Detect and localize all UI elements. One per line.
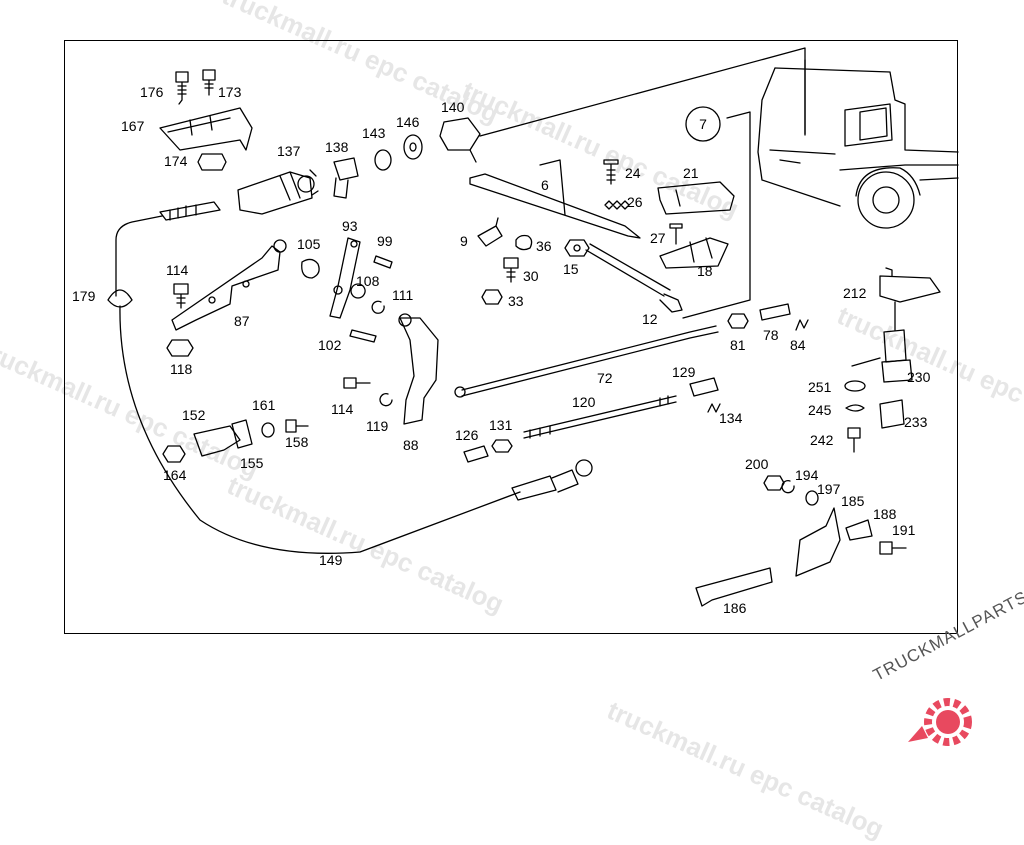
part-label-186: 186 <box>723 600 747 616</box>
part-label-146: 146 <box>396 114 420 130</box>
part-label-242: 242 <box>810 432 834 448</box>
part-label-126: 126 <box>455 427 479 443</box>
part-label-24: 24 <box>625 165 641 181</box>
part-label-78: 78 <box>763 327 779 343</box>
part-label-111: 111 <box>392 287 414 303</box>
part-label-105: 105 <box>297 236 321 252</box>
parts-exploded-drawing <box>107 47 959 607</box>
part-label-120: 120 <box>572 394 596 410</box>
part-label-93: 93 <box>342 218 358 234</box>
part-label-114-upper: 114 <box>166 262 189 278</box>
truckmallparts-logo <box>908 698 972 746</box>
part-label-36: 36 <box>536 238 552 254</box>
part-label-18: 18 <box>697 263 713 279</box>
part-label-131: 131 <box>489 417 513 433</box>
part-label-129: 129 <box>672 364 696 380</box>
leader-line <box>539 159 566 216</box>
part-label-33: 33 <box>508 293 524 309</box>
part-label-26: 26 <box>627 194 643 210</box>
part-label-87: 87 <box>234 313 250 329</box>
group-marker-circle <box>685 106 721 142</box>
part-label-30: 30 <box>523 268 539 284</box>
truck-cab-illustration <box>757 59 959 229</box>
part-label-173: 173 <box>218 84 242 100</box>
part-label-138: 138 <box>325 139 349 155</box>
part-label-251: 251 <box>808 379 832 395</box>
part-label-6: 6 <box>541 177 549 193</box>
part-label-185: 185 <box>841 493 865 509</box>
part-label-200: 200 <box>745 456 769 472</box>
part-label-134: 134 <box>719 410 743 426</box>
part-label-164: 164 <box>163 467 187 483</box>
part-label-152: 152 <box>182 407 206 423</box>
part-label-88: 88 <box>403 437 419 453</box>
part-label-99: 99 <box>377 233 393 249</box>
part-label-143: 143 <box>362 125 386 141</box>
part-label-197: 197 <box>817 481 841 497</box>
part-label-167: 167 <box>121 118 145 134</box>
part-label-140: 140 <box>441 99 465 115</box>
part-label-212: 212 <box>843 285 867 301</box>
part-label-245: 245 <box>808 402 832 418</box>
part-label-102: 102 <box>318 337 342 353</box>
part-label-72: 72 <box>597 370 613 386</box>
part-label-21: 21 <box>683 165 699 181</box>
part-label-118: 118 <box>170 361 193 377</box>
part-label-191: 191 <box>892 522 916 538</box>
part-label-12: 12 <box>642 311 658 327</box>
part-label-81: 81 <box>730 337 746 353</box>
part-label-230: 230 <box>907 369 931 385</box>
part-label-233: 233 <box>904 414 928 430</box>
diagram-frame <box>64 40 958 634</box>
part-label-194: 194 <box>795 467 819 483</box>
part-label-188: 188 <box>873 506 897 522</box>
part-label-137: 137 <box>277 143 301 159</box>
leader-line <box>479 47 806 137</box>
part-label-179: 179 <box>72 288 96 304</box>
part-label-119: 119 <box>366 418 389 434</box>
part-label-84: 84 <box>790 337 806 353</box>
leader-line <box>682 111 751 319</box>
group-marker: 7 <box>699 116 707 132</box>
part-label-176: 176 <box>140 84 164 100</box>
part-label-158: 158 <box>285 434 309 450</box>
part-label-114-lower: 114 <box>331 401 354 417</box>
part-label-108: 108 <box>356 273 380 289</box>
part-label-155: 155 <box>240 455 264 471</box>
part-label-161: 161 <box>252 397 276 413</box>
part-label-15: 15 <box>563 261 579 277</box>
part-label-27: 27 <box>650 230 666 246</box>
part-label-174: 174 <box>164 153 188 169</box>
part-label-9: 9 <box>460 233 468 249</box>
part-label-149: 149 <box>319 552 343 568</box>
